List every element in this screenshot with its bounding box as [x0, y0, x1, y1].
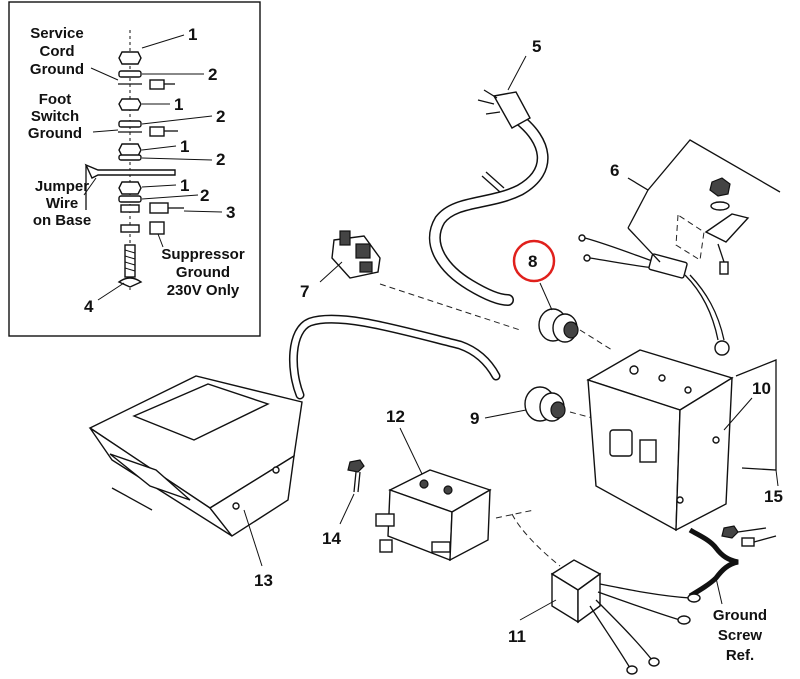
callout-6: 6	[610, 161, 619, 180]
foot-switch-ground-label: Foot Switch Ground	[28, 91, 82, 142]
callout-13: 13	[254, 571, 273, 590]
svg-text:1: 1	[180, 176, 189, 195]
callout-14: 14	[322, 529, 341, 548]
svg-text:Ground: Ground	[30, 61, 84, 78]
ground-screws	[721, 525, 777, 547]
svg-text:2: 2	[216, 107, 225, 126]
screw-14	[347, 459, 365, 493]
callout-12: 12	[386, 407, 405, 426]
svg-text:1: 1	[188, 25, 197, 44]
svg-text:Wire: Wire	[46, 195, 78, 212]
svg-text:Ground: Ground	[28, 125, 82, 142]
jumper-wire-label: Jumper Wire on Base	[33, 178, 91, 229]
highlight-circle-8	[512, 239, 556, 283]
svg-text:Suppressor: Suppressor	[161, 246, 245, 263]
svg-text:Cord: Cord	[40, 43, 75, 60]
inset-callouts: 1 2 1 2 1 2 1 2 3 4	[84, 25, 235, 316]
svg-text:230V Only: 230V Only	[167, 282, 240, 299]
svg-text:Foot: Foot	[39, 91, 71, 108]
svg-text:Ref.: Ref.	[726, 647, 754, 664]
callout-15: 15	[764, 487, 783, 506]
svg-text:2: 2	[208, 65, 217, 84]
svg-text:Ground: Ground	[176, 264, 230, 281]
svg-text:Screw: Screw	[718, 627, 763, 644]
strain-relief-9	[524, 386, 566, 422]
svg-text:2: 2	[216, 150, 225, 169]
strain-relief-8	[538, 308, 579, 343]
grounding-inset: Service Cord Ground Foot Switch Ground J…	[8, 1, 261, 337]
service-cord-ground-label: Service Cord Ground	[30, 25, 84, 78]
svg-text:2: 2	[200, 186, 209, 205]
svg-text:4: 4	[84, 297, 94, 316]
terminal-block	[550, 559, 701, 675]
svg-text:Jumper: Jumper	[35, 178, 89, 195]
rocker-switch	[375, 469, 492, 562]
svg-text:3: 3	[226, 203, 235, 222]
ground-screw-ref-label: Ground Screw Ref.	[713, 607, 767, 664]
foot-switch	[88, 314, 501, 537]
svg-text:1: 1	[174, 95, 183, 114]
callout-9: 9	[470, 409, 479, 428]
callout-7: 7	[300, 282, 309, 301]
svg-text:Service: Service	[30, 25, 83, 42]
callout-5: 5	[532, 37, 541, 56]
ground-brace	[688, 527, 739, 599]
svg-text:Ground: Ground	[713, 607, 767, 624]
svg-text:Switch: Switch	[31, 108, 79, 125]
callout-8: 8	[528, 252, 537, 271]
svg-text:on Base: on Base	[33, 212, 91, 229]
service-cord	[428, 89, 549, 306]
switch-box	[586, 349, 734, 532]
callout-11: 11	[508, 627, 526, 646]
ground-stack	[84, 51, 184, 288]
svg-text:1: 1	[180, 137, 189, 156]
callout-10: 10	[752, 379, 771, 398]
suppressor-ground-label: Suppressor Ground 230V Only	[161, 246, 245, 299]
suppressor	[578, 177, 750, 356]
toggle-switch	[331, 230, 381, 279]
